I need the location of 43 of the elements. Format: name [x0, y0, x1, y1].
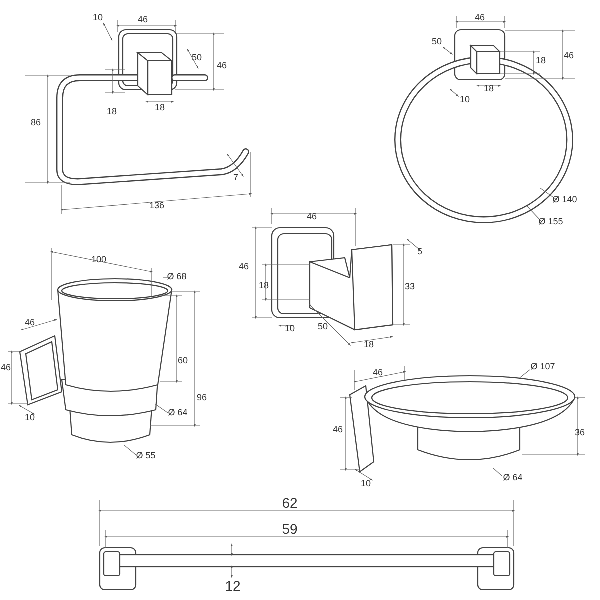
dimension-label: 46 [564, 52, 574, 60]
dimension-label: 10 [361, 480, 371, 488]
dimension-label: Ø 140 [552, 196, 578, 204]
dimension-label: 18 [155, 104, 165, 112]
dimension-label: 18 [107, 108, 117, 116]
dimension-label: 12 [225, 579, 241, 593]
dimension-label: 46 [333, 426, 343, 434]
dimension-label: 59 [282, 522, 298, 536]
dimension-label: 46 [25, 318, 35, 328]
dimension-label: 46 [307, 212, 317, 222]
dimension-label: 33 [405, 282, 415, 292]
dimension-label: 46 [1, 364, 11, 372]
dimension-label: Ø 64 [503, 474, 523, 482]
dimension-label: 100 [91, 256, 107, 264]
dimension-label: 10 [93, 14, 103, 22]
dimension-label: 86 [31, 118, 41, 128]
dimension-label: Ø 55 [136, 452, 156, 460]
dimension-label: 50 [192, 54, 202, 62]
dimension-label: 10 [460, 96, 470, 104]
dimension-label: 60 [178, 356, 188, 366]
dimension-label: 10 [25, 414, 35, 422]
dimension-label: 62 [282, 496, 298, 510]
dimension-label: 50 [318, 322, 328, 332]
dimension-label: 18 [259, 282, 269, 290]
dimension-label: Ø 64 [168, 408, 188, 418]
dimension-label: 50 [432, 38, 442, 46]
dimension-label: 36 [575, 428, 585, 438]
dimension-label: 136 [149, 202, 165, 210]
dimension-label: 18 [484, 84, 494, 94]
dimension-label: 46 [239, 262, 249, 272]
dimension-label: 7 [234, 174, 238, 182]
dimension-label: 96 [197, 394, 207, 402]
dimension-label: 5 [418, 248, 422, 256]
dimension-label: 46 [138, 16, 148, 24]
dimension-label: 46 [217, 62, 227, 70]
dimension-label: Ø 107 [530, 362, 556, 372]
dimension-label: 46 [475, 14, 485, 22]
dimension-label: 46 [373, 368, 383, 378]
dimension-label: Ø 155 [538, 218, 564, 226]
dimension-label: 10 [285, 324, 295, 334]
dimension-label: Ø 68 [167, 272, 187, 282]
dimension-label: 18 [536, 56, 546, 66]
dimension-label: 18 [364, 340, 374, 350]
